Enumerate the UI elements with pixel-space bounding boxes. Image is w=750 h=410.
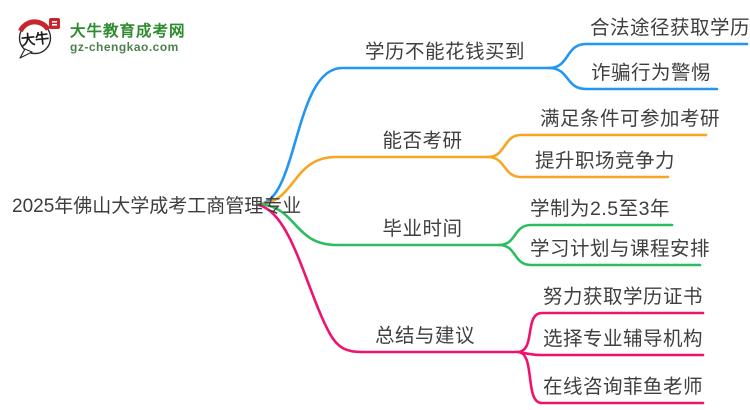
branch-2-line xyxy=(257,155,490,206)
branch-4-child-1-line xyxy=(516,311,705,354)
branch-2-leaf-2-label: 提升职场竞争力 xyxy=(534,150,675,172)
branch-4-leaf-3-label: 在线咨询菲鱼老师 xyxy=(542,376,703,398)
branch-4-line xyxy=(257,203,520,354)
svg-text:大牛: 大牛 xyxy=(20,30,50,50)
branch-1-leaf-1-label: 合法途径获取学历 xyxy=(590,17,750,39)
site-domain: gz-chengkao.com xyxy=(70,39,179,54)
branch-3-child-2-line xyxy=(497,243,702,267)
branch-1-leaf-2-label: 诈骗行为警惕 xyxy=(590,62,711,84)
branch-3-line xyxy=(257,202,501,247)
branch-3-leaf-2-label: 学习计划与课程安排 xyxy=(530,238,711,260)
branch-2-leaf-1-label: 满足条件可参加考研 xyxy=(539,108,720,130)
branch-3-label: 毕业时间 xyxy=(382,218,463,240)
site-name: 大牛教育成考网 xyxy=(70,22,186,40)
branch-1-line xyxy=(257,66,551,206)
branch-4-child-2-line xyxy=(516,350,705,357)
branch-1-child-2-line xyxy=(547,66,719,91)
branch-4-child-3-line xyxy=(516,350,705,405)
branch-4-label: 总结与建议 xyxy=(374,325,475,347)
site-logo[interactable]: 大牛 大牛教育成考网 gz-chengkao.com xyxy=(16,14,216,62)
daniu-logo-icon: 大牛 xyxy=(18,18,60,59)
branch-2-child-2-line xyxy=(486,155,670,179)
branch-1-child-1-line xyxy=(547,42,749,70)
branch-4-leaf-1-label: 努力获取学历证书 xyxy=(542,286,703,308)
branch-1-label: 学历不能花钱买到 xyxy=(364,41,525,63)
branch-4-leaf-2-label: 选择专业辅导机构 xyxy=(542,328,703,350)
branch-2-label: 能否考研 xyxy=(382,130,463,152)
branch-3-leaf-1-label: 学制为2.5至3年 xyxy=(530,198,670,220)
branch-2-child-1-line xyxy=(486,133,708,159)
root-node-label: 2025年佛山大学成考工商管理专业 xyxy=(12,196,302,217)
